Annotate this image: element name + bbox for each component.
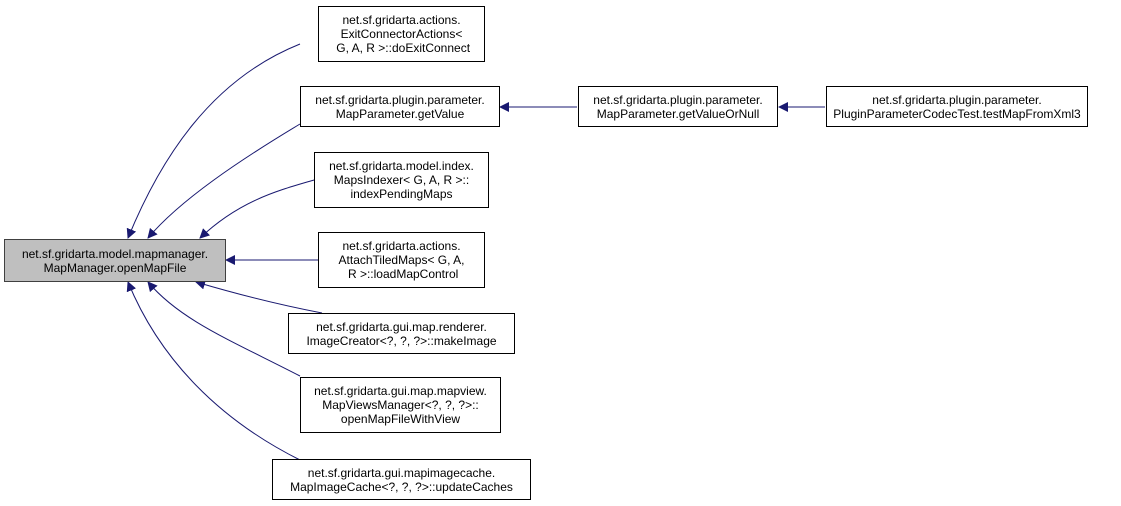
- node-exit-connector[interactable]: net.sf.gridarta.actions. ExitConnectorAc…: [318, 6, 485, 62]
- edge-n7-main: [126, 281, 301, 461]
- node-main[interactable]: net.sf.gridarta.model.mapmanager. MapMan…: [4, 239, 226, 282]
- node-main-line-1: MapManager.openMapFile: [43, 260, 187, 275]
- edge-n2-main: [147, 123, 301, 239]
- edge-n5-main: [195, 279, 323, 314]
- node-line: ExitConnectorActions<: [340, 27, 463, 41]
- edge-n3-main: [199, 179, 315, 239]
- node-line: net.sf.gridarta.gui.map.mapview.: [314, 384, 487, 398]
- node-line: MapImageCache<?, ?, ?>::updateCaches: [290, 479, 513, 494]
- edge-n6-main: [147, 281, 301, 377]
- node-map-image-cache[interactable]: net.sf.gridarta.gui.mapimagecache. MapIm…: [272, 459, 531, 500]
- node-line: MapParameter.getValueOrNull: [596, 106, 760, 121]
- node-image-creator[interactable]: net.sf.gridarta.gui.map.renderer. ImageC…: [288, 313, 515, 354]
- node-line: R >::loadMapControl: [344, 267, 459, 281]
- node-line: net.sf.gridarta.model.index.: [329, 159, 474, 173]
- node-line: net.sf.gridarta.plugin.parameter.: [593, 92, 763, 107]
- node-line: net.sf.gridarta.plugin.parameter.: [315, 92, 485, 107]
- node-maps-indexer[interactable]: net.sf.gridarta.model.index. MapsIndexer…: [314, 152, 489, 208]
- node-line: net.sf.gridarta.gui.mapimagecache.: [307, 465, 496, 480]
- node-line: MapViewsManager<?, ?, ?>::: [322, 398, 479, 412]
- node-line: indexPendingMaps: [350, 187, 453, 201]
- node-main-line-0: net.sf.gridarta.model.mapmanager.: [21, 246, 209, 261]
- node-line: net.sf.gridarta.actions.: [342, 239, 461, 253]
- node-attach-tiled-maps[interactable]: net.sf.gridarta.actions. AttachTiledMaps…: [318, 232, 485, 288]
- node-map-views-manager[interactable]: net.sf.gridarta.gui.map.mapview. MapView…: [300, 377, 501, 433]
- node-line: G, A, R >::doExitConnect: [332, 41, 471, 55]
- node-get-value-or-null[interactable]: net.sf.gridarta.plugin.parameter. MapPar…: [578, 86, 778, 127]
- edge-n1-main: [126, 43, 301, 239]
- node-line: openMapFileWithView: [340, 412, 461, 426]
- node-line: AttachTiledMaps< G, A,: [338, 253, 465, 267]
- node-line: net.sf.gridarta.gui.map.renderer.: [316, 319, 487, 334]
- node-codec-test[interactable]: net.sf.gridarta.plugin.parameter. Plugin…: [826, 86, 1088, 127]
- node-line: PluginParameterCodecTest.testMapFromXml3: [833, 106, 1081, 121]
- node-line: MapsIndexer< G, A, R >::: [333, 173, 470, 187]
- node-map-parameter-getvalue[interactable]: net.sf.gridarta.plugin.parameter. MapPar…: [300, 86, 500, 127]
- node-line: ImageCreator<?, ?, ?>::makeImage: [306, 333, 497, 348]
- node-line: net.sf.gridarta.plugin.parameter.: [872, 92, 1042, 107]
- node-line: net.sf.gridarta.actions.: [342, 13, 461, 27]
- node-line: MapParameter.getValue: [335, 106, 465, 121]
